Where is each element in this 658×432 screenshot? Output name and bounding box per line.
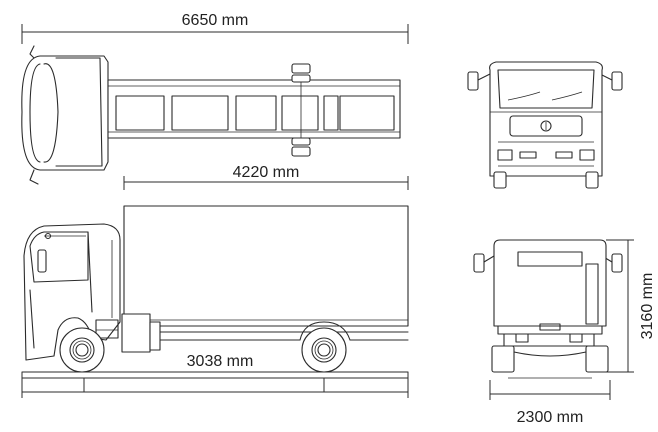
- front-wheel: [59, 327, 105, 373]
- overall-width-label: 2300 mm: [517, 409, 584, 426]
- top-view: [21, 45, 401, 185]
- rear-wheel: [301, 327, 347, 373]
- side-view: [21, 205, 409, 398]
- wheelbase-dimension: 3038 mm: [83, 353, 325, 392]
- overall-length-dimension: 6650 mm: [21, 12, 409, 44]
- body-length-dimension: 4220 mm: [123, 164, 409, 190]
- wheelbase-label: 3038 mm: [187, 353, 254, 370]
- overall-height-label: 3160 mm: [639, 273, 656, 340]
- front-view: [467, 61, 623, 189]
- body-length-label: 4220 mm: [233, 164, 300, 181]
- overall-height-dimension: 3160 mm: [606, 239, 656, 373]
- overall-width-dimension: 2300 mm: [489, 380, 611, 426]
- overall-length-label: 6650 mm: [182, 12, 249, 29]
- rear-view: [473, 239, 623, 379]
